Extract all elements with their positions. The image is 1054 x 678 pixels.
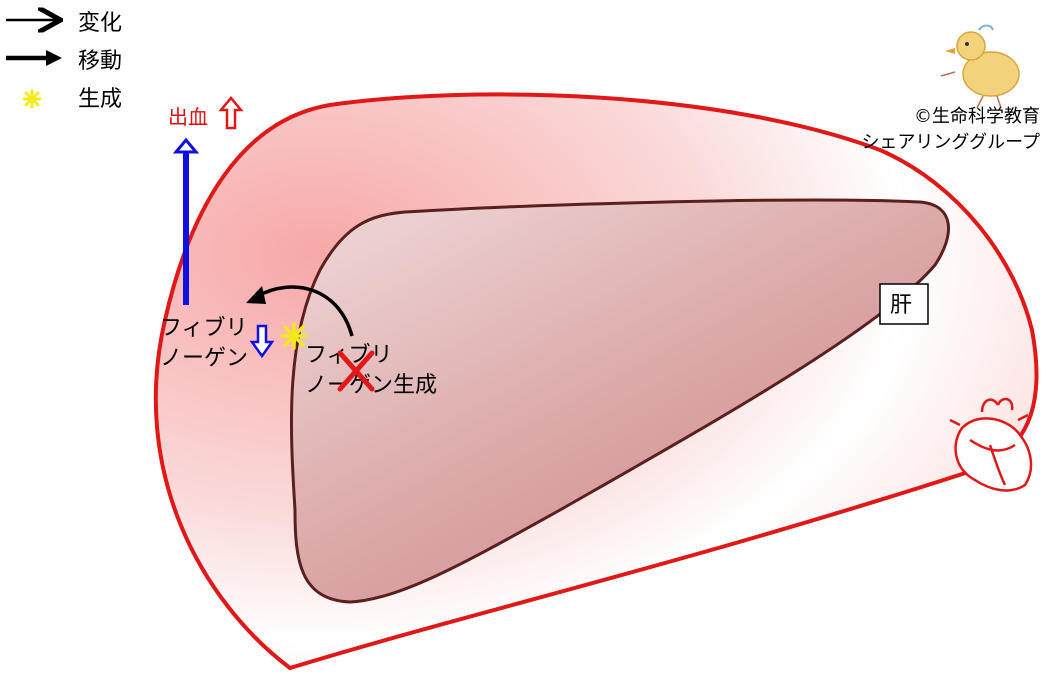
legend-move-label: 移動: [78, 49, 122, 74]
decrease-down-arrow-icon: [249, 324, 275, 359]
liver-shape: [289, 198, 950, 604]
inhibited-x-icon: [337, 350, 375, 392]
plasma-fibrinogen-line1: フィブリ: [160, 316, 248, 341]
bleeding-label: 出血: [168, 105, 208, 129]
credit-line2: シェアリンググループ: [861, 132, 1040, 153]
bleeding-up-arrow-icon: [218, 96, 244, 130]
chick-icon: [940, 24, 1020, 109]
legend-generate-label: 生成: [78, 87, 122, 112]
plasma-fibrinogen-line2: ノーゲン: [160, 346, 248, 371]
curved-move-arrow-icon: [246, 285, 354, 337]
legend-change-label: 変化: [78, 11, 122, 36]
legend: 変化 移動 生成: [6, 11, 122, 112]
credit-line1: ©生命科学教育: [914, 106, 1040, 127]
heart-icon: [949, 397, 1033, 492]
liver-label: 肝: [890, 293, 912, 318]
thick-arrow-icon: [6, 50, 62, 66]
generation-star-icon: [280, 322, 308, 350]
liver-label-box: 肝: [879, 283, 929, 325]
blue-move-arrow-icon: [172, 137, 200, 305]
star-icon: [22, 89, 42, 109]
